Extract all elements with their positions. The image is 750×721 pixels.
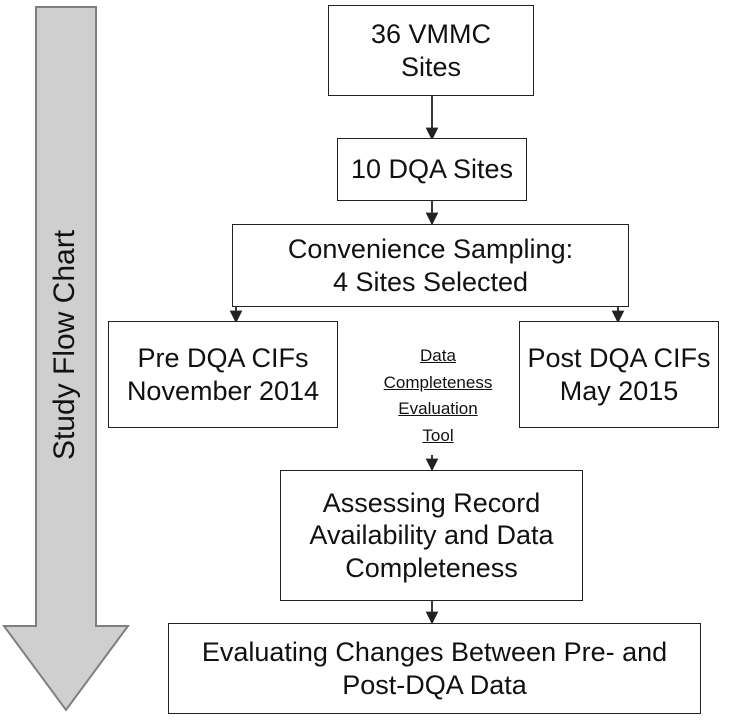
post-dqa-line-1: Post DQA CIFs [527, 343, 711, 374]
tool-line-2: Completeness [383, 372, 493, 392]
vmmc-sites-line-2: Sites [400, 51, 462, 82]
assessing-line-3: Completeness [345, 552, 518, 583]
dqa-sites-line-1: 10 DQA Sites [350, 154, 514, 185]
box-evaluating-changes: Evaluating Changes Between Pre- and Post… [168, 623, 701, 714]
tool-line-4: Tool [422, 425, 454, 445]
box-dqa-sites: 10 DQA Sites [337, 138, 527, 201]
post-dqa-line-2: May 2015 [559, 375, 679, 406]
pre-dqa-line-1: Pre DQA CIFs [137, 343, 309, 374]
side-arrow-label: Study Flow Chart [48, 229, 81, 461]
sampling-line-1: Convenience Sampling: [287, 234, 574, 265]
tool-line-3: Evaluation [398, 399, 478, 418]
sampling-line-2: 4 Sites Selected [332, 266, 529, 297]
vmmc-sites-line-1: 36 VMMC [370, 19, 492, 50]
box-assessing-record: Assessing Record Availability and Data C… [280, 470, 583, 601]
pre-dqa-line-2: November 2014 [126, 375, 320, 406]
evaluating-line-1: Evaluating Changes Between Pre- and [201, 637, 668, 668]
side-arrow-shape [2, 6, 130, 712]
evaluation-tool-label: Data Completeness Evaluation Tool [373, 343, 503, 449]
box-pre-dqa-cifs: Pre DQA CIFs November 2014 [108, 321, 338, 428]
tool-line-1: Data [420, 346, 456, 365]
assessing-line-2: Availability and Data [309, 520, 554, 551]
evaluating-line-2: Post-DQA Data [342, 669, 527, 700]
box-convenience-sampling: Convenience Sampling: 4 Sites Selected [232, 224, 629, 307]
box-post-dqa-cifs: Post DQA CIFs May 2015 [519, 321, 719, 428]
assessing-line-1: Assessing Record [322, 487, 541, 518]
box-vmmc-sites: 36 VMMC Sites [328, 5, 534, 96]
